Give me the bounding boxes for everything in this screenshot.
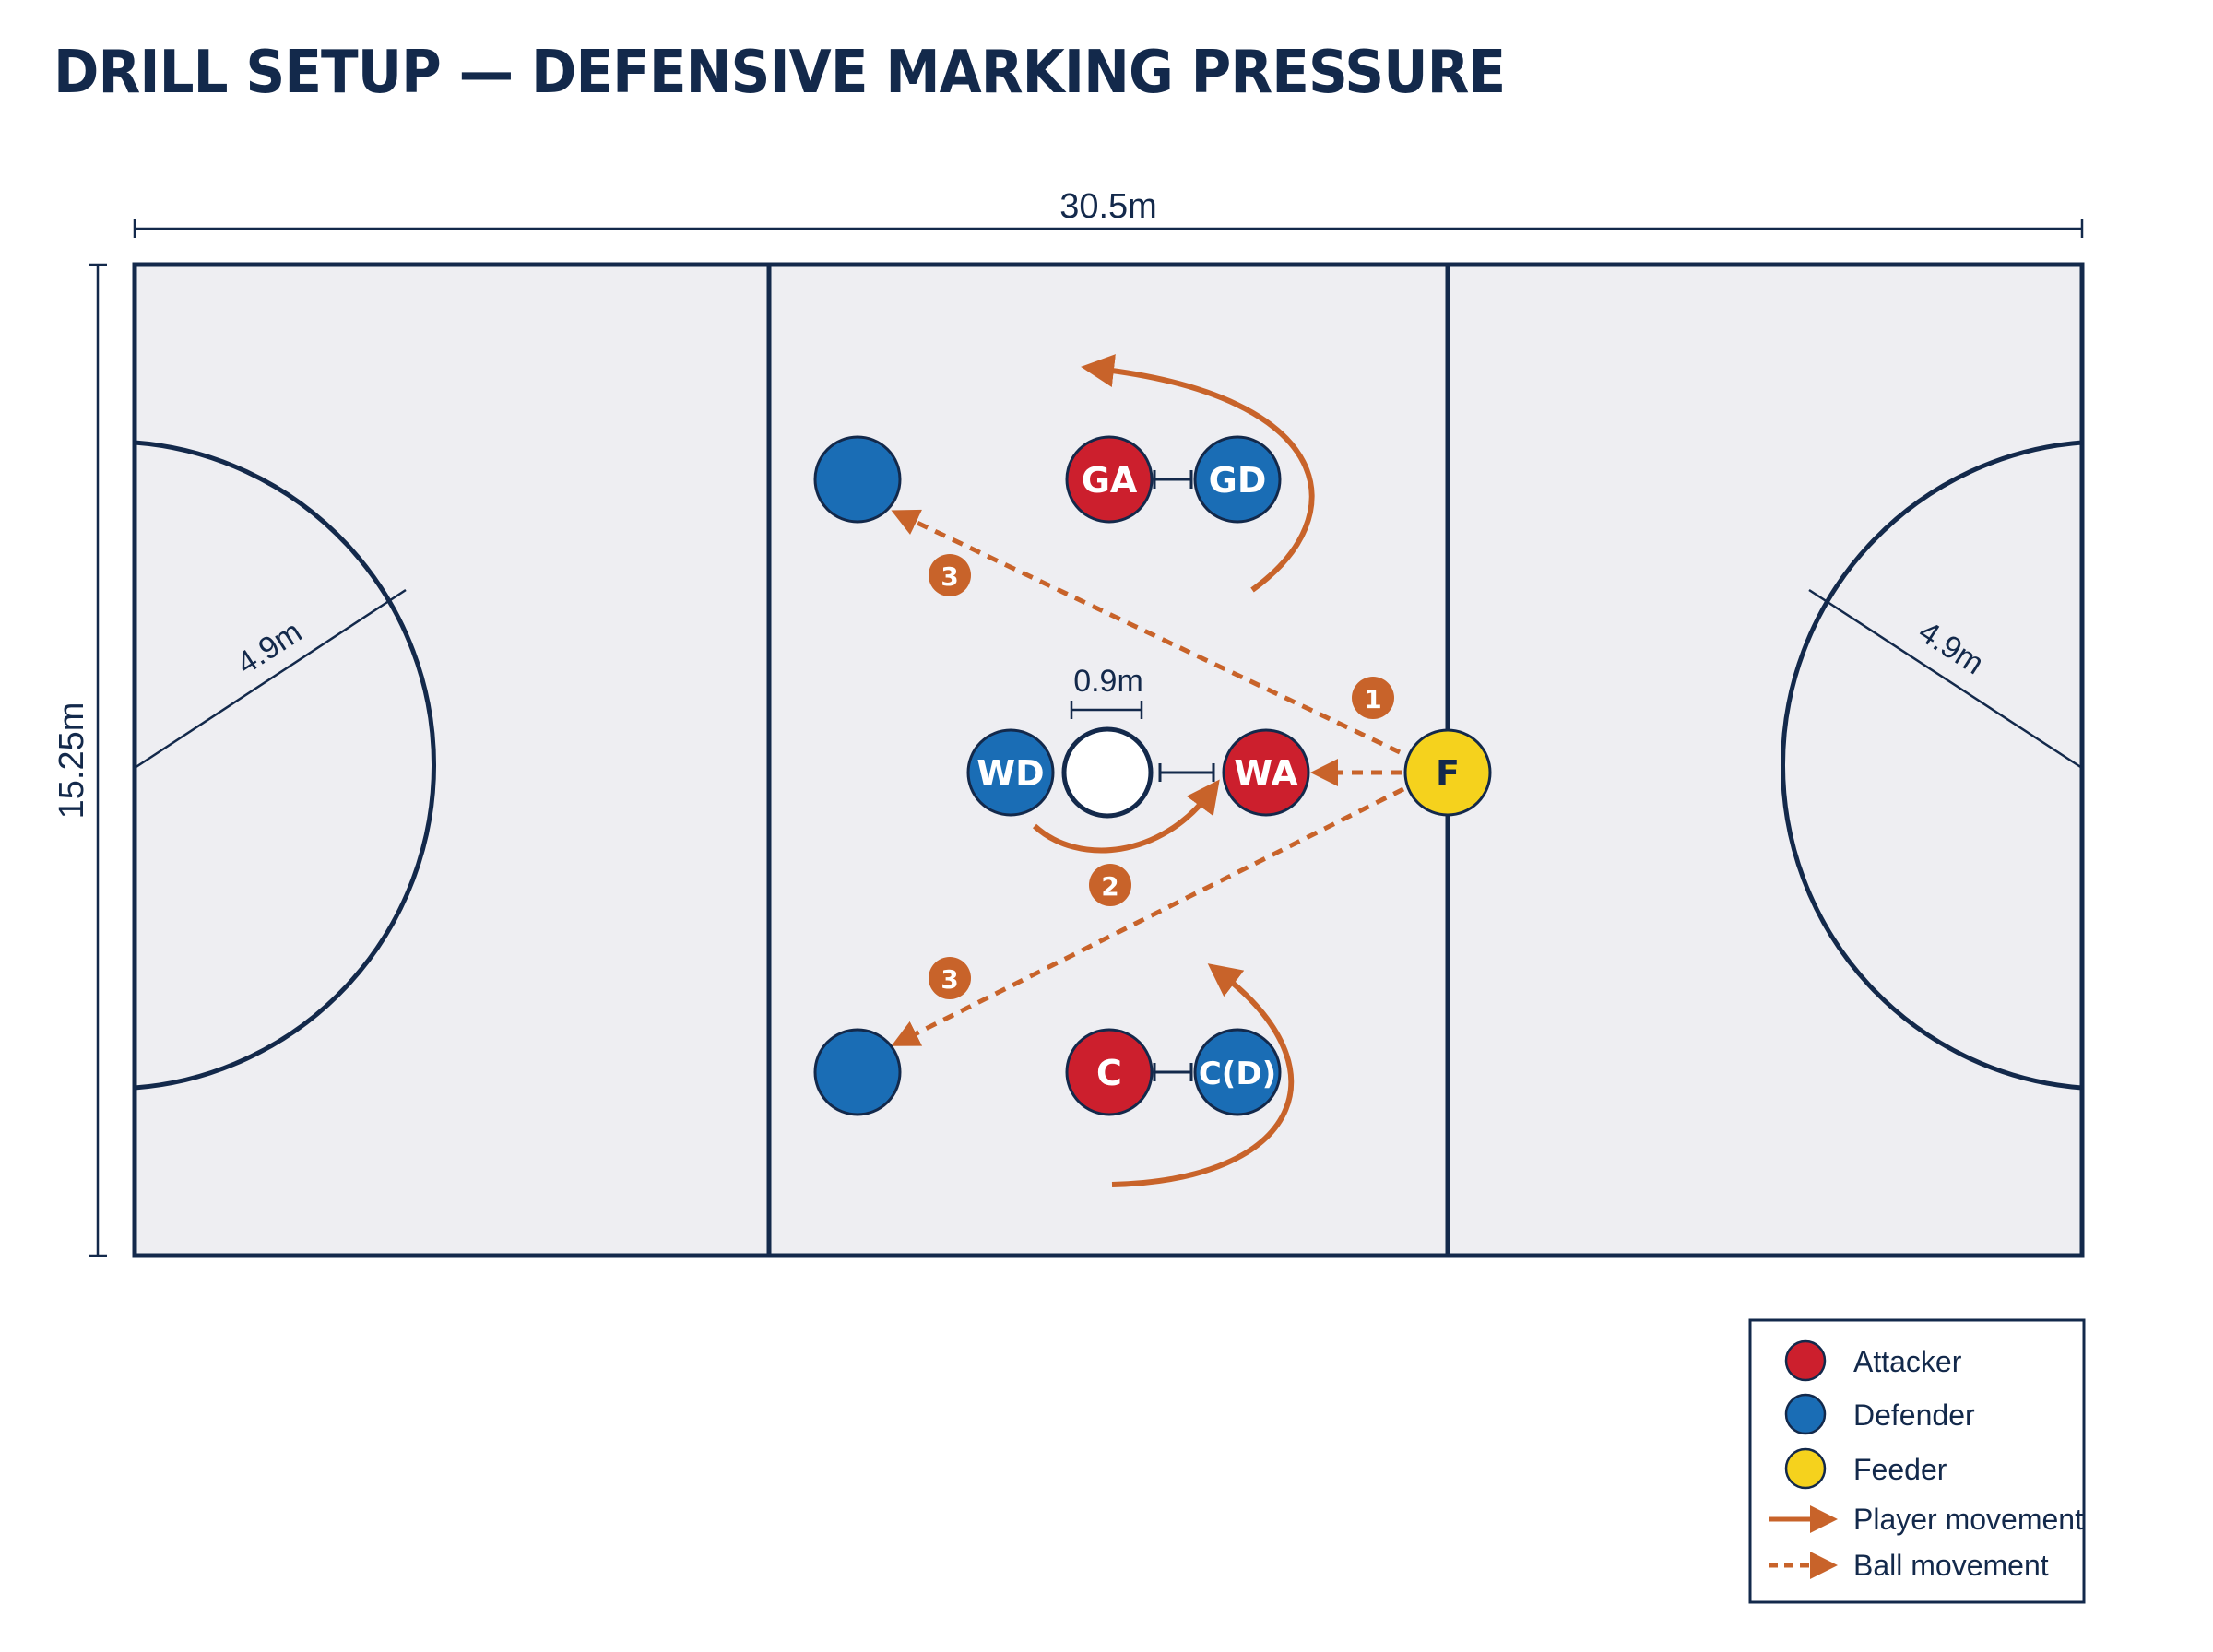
player-cd — [1193, 1028, 1282, 1116]
page-title: DRILL SETUP — DEFENSIVE MARKING PRESSURE — [53, 39, 1506, 107]
player-cd-label: C(D) — [1199, 1056, 1276, 1092]
left-goal-circle — [134, 440, 437, 1091]
legend-attacker-label: Attacker — [1853, 1345, 1962, 1378]
player-gd — [1193, 435, 1282, 524]
sequence-markers: 1 2 3 3 — [929, 554, 1394, 999]
step-3-bottom-badge — [929, 957, 971, 999]
defender-space-bottom — [813, 1028, 902, 1116]
marking-links — [1153, 470, 1215, 1081]
marking-space-ring — [1061, 726, 1154, 819]
legend-attacker-swatch — [1784, 1339, 1827, 1382]
legend: Attacker Defender Feeder Player movement… — [1748, 1318, 2086, 1604]
player-wa-label: WA — [1234, 753, 1298, 794]
legend-feeder-swatch — [1784, 1447, 1827, 1490]
player-wd — [966, 728, 1055, 817]
wd-movement-arrow — [1032, 779, 1220, 854]
step-2-label: 2 — [1101, 871, 1118, 902]
step-3-top-badge — [929, 554, 971, 596]
player-gd-label: GD — [1209, 460, 1267, 501]
player-ga — [1065, 435, 1154, 524]
players: GA GD WD WA F C C(D) — [813, 435, 1492, 1116]
legend-ball-movement-label: Ball movement — [1853, 1549, 2049, 1582]
player-movements — [1032, 354, 1315, 1187]
step-3-bottom-label: 3 — [941, 964, 958, 995]
step-1-label: 1 — [1364, 684, 1381, 714]
legend-defender-swatch — [1784, 1393, 1827, 1435]
marking-gap-label: 0.9m — [1073, 664, 1143, 699]
right-goal-circle — [1780, 440, 2083, 1091]
player-ga-label: GA — [1082, 460, 1138, 501]
player-wa — [1222, 728, 1310, 817]
player-c — [1065, 1028, 1154, 1116]
ball-movements — [891, 509, 1405, 1046]
pass-to-bottom-space — [891, 786, 1405, 1046]
legend-player-movement-label: Player movement — [1853, 1503, 2083, 1536]
step-1-badge — [1352, 677, 1394, 719]
marking-gap-dimension: 0.9m — [1070, 664, 1143, 719]
step-3-top-label: 3 — [941, 561, 958, 592]
pass-to-top-space — [891, 509, 1402, 755]
player-wd-label: WD — [976, 753, 1044, 794]
step-2-badge — [1089, 864, 1131, 906]
legend-defender-label: Defender — [1853, 1398, 1975, 1432]
width-dimension: 15.25m — [53, 263, 107, 1257]
player-c-label: C — [1096, 1053, 1122, 1093]
right-radius-line — [1808, 588, 2083, 770]
player-feeder-label: F — [1436, 753, 1460, 794]
defender-space-top — [813, 435, 902, 524]
cd-movement-arrow — [1111, 963, 1295, 1187]
legend-feeder-label: Feeder — [1853, 1453, 1947, 1486]
length-label: 30.5m — [1059, 187, 1157, 226]
left-radius-line — [134, 588, 407, 770]
width-label: 15.25m — [53, 702, 91, 820]
gd-movement-arrow — [1081, 354, 1315, 593]
length-dimension: 30.5m — [133, 187, 2084, 238]
player-feeder — [1403, 728, 1492, 817]
